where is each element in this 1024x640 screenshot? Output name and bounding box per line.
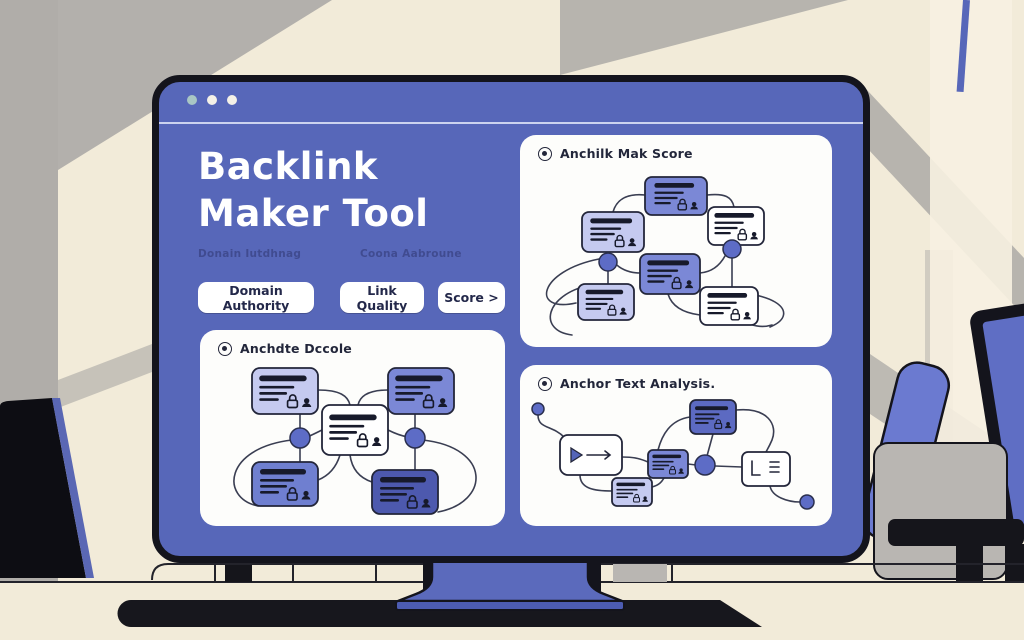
target-icon xyxy=(218,341,232,356)
panel-header: Anchilk Mak Score xyxy=(538,146,693,161)
score-button[interactable]: Score > xyxy=(438,282,505,313)
link-score-graph xyxy=(545,176,785,336)
doc-node-top xyxy=(689,399,737,435)
doc-node-left xyxy=(581,211,645,253)
panel-anchor-text: Anchor Text Analysis. xyxy=(520,365,832,526)
desk-organizer xyxy=(873,442,1008,580)
flow-end-dot xyxy=(799,494,815,510)
panel-header: Anchor Text Analysis. xyxy=(538,376,715,391)
panel-link-score: Anchilk Mak Score xyxy=(520,135,832,347)
graph-node-dot xyxy=(289,427,311,449)
window-dot-2[interactable] xyxy=(207,95,217,105)
doc-node-bottom-left xyxy=(577,283,635,321)
panel-title: Anchdte Dccole xyxy=(240,341,352,356)
graph-node-dot xyxy=(404,427,426,449)
secondary-monitor xyxy=(970,290,1024,538)
graph-node-dot xyxy=(598,252,618,272)
doc-node-top-right xyxy=(387,367,455,415)
laptop-silhouette xyxy=(0,398,86,578)
subtitle-right: Coona Aabroune xyxy=(360,248,462,260)
graph-connectors xyxy=(233,389,477,513)
bracket-glyph xyxy=(751,460,761,476)
panel-header: Anchdte Dccole xyxy=(218,341,352,356)
link-quality-button[interactable]: Link Quality xyxy=(340,282,424,313)
window-frame-accent xyxy=(956,0,970,93)
doc-node-bottom xyxy=(611,477,653,507)
flow-start-dot xyxy=(531,402,545,416)
monitor-base xyxy=(397,558,623,603)
domain-authority-button[interactable]: Domain Authority xyxy=(198,282,314,313)
graph-node-dot xyxy=(722,239,742,259)
doc-node-right xyxy=(707,206,765,246)
panel-title: Anchor Text Analysis. xyxy=(560,376,716,391)
window-dot-1[interactable] xyxy=(187,95,197,105)
page-title: Backlink Maker Tool xyxy=(198,144,428,237)
doc-node-bottom-right xyxy=(699,286,759,326)
window-dot-3[interactable] xyxy=(227,95,237,105)
monitor-base-lip xyxy=(395,600,625,611)
page-title-line1: Backlink xyxy=(198,145,379,188)
panel-anchor-decode: Anchdte Dccole xyxy=(200,330,505,526)
doc-node-bottom-left xyxy=(251,461,319,507)
doc-node-center xyxy=(321,404,389,456)
panel-title: Anchilk Mak Score xyxy=(560,146,693,161)
graph-node-dot xyxy=(694,454,716,476)
doc-node-small-center xyxy=(647,449,689,479)
monitor-screen: Backlink Maker Tool Donain Iutdhnag Coon… xyxy=(152,75,870,563)
target-icon xyxy=(538,146,552,161)
laptop-edge-highlight xyxy=(52,398,94,578)
doc-node-top xyxy=(644,176,708,216)
doc-node-top-left xyxy=(251,367,319,415)
doc-node-center xyxy=(639,253,701,295)
doc-node-bottom-right xyxy=(371,469,439,515)
play-icon xyxy=(570,446,584,464)
arrow-right-icon xyxy=(586,450,612,460)
list-lines-glyph xyxy=(769,461,780,473)
desk-item-gray xyxy=(613,564,667,582)
desk-item-black xyxy=(225,565,252,582)
target-icon xyxy=(538,376,552,391)
subtitle-left: Donain Iutdhnag xyxy=(198,248,302,260)
play-node xyxy=(559,434,623,476)
page-title-line2: Maker Tool xyxy=(198,191,429,235)
titlebar-separator xyxy=(159,122,863,124)
anchor-text-flow xyxy=(531,399,815,510)
graph-connectors xyxy=(537,408,801,503)
anchor-decode-graph xyxy=(233,367,477,515)
list-node xyxy=(741,451,791,487)
